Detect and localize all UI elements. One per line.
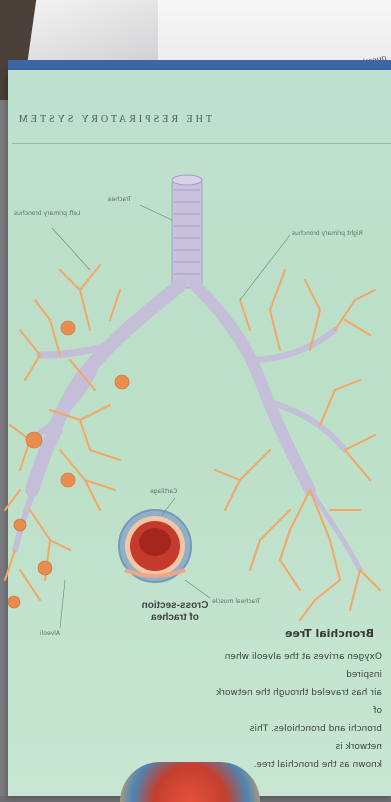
label-left-primary-bronchus: Left primary bronchus [14, 210, 80, 217]
label-right-primary-bronchus: Right primary bronchus [292, 230, 363, 237]
label-cartilage: Cartilage [150, 488, 177, 495]
cross-section-caption: Cross-section of trachea [120, 600, 230, 624]
section-body: Oxygen arrives at the alveoli when inspi… [212, 648, 382, 774]
body-line: bronchi and bronchioles. This network is [212, 720, 382, 756]
bronchial-tree-illustration [0, 150, 391, 650]
trachea-cross-section [119, 510, 191, 582]
label-alveoli: Alveoli [40, 630, 60, 637]
body-line: Oxygen arrives at the alveoli when inspi… [212, 648, 382, 684]
header-divider [12, 143, 391, 144]
cross-section-caption-line2: of trachea [120, 612, 230, 624]
label-trachea: Trachea [108, 196, 131, 203]
trachea-illustration [172, 175, 202, 288]
section-title: Bronchial Tree [285, 627, 374, 640]
running-title: THE RESPIRATORY SYSTEM [12, 114, 212, 125]
body-line: air has traveled through the network of [212, 684, 382, 720]
next-illustration-partial [120, 762, 260, 802]
cross-section-caption-line1: Cross-section [120, 600, 230, 612]
